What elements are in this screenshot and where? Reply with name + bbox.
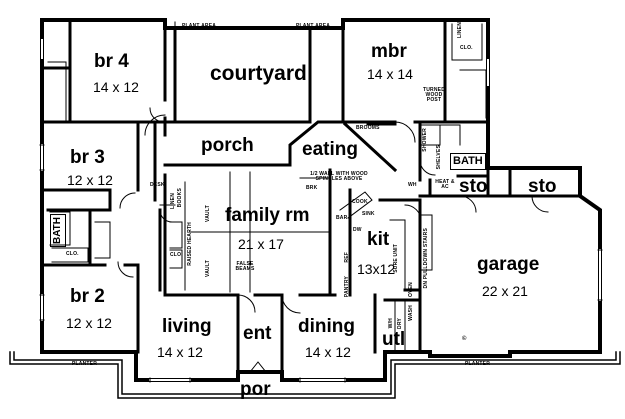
plant-area-note-1: PLANT AREA (182, 23, 217, 29)
sto2-name: sto (528, 176, 557, 197)
dryer-note: DRY (397, 318, 403, 329)
hall-bath-label: BATH (50, 214, 66, 248)
clo-note-c: CLO. (170, 252, 183, 258)
garage-name: garage (477, 254, 540, 275)
dw-note: DW (353, 227, 362, 233)
kit-dim: 13x12 (357, 261, 396, 277)
br3-dim: 12 x 12 (67, 172, 113, 188)
kit-name: kit (367, 229, 390, 250)
bar-note: BAR (336, 215, 348, 221)
brooms-note: BROOMS (356, 125, 380, 131)
utl-name: utl (382, 329, 406, 350)
ent-name: ent (243, 323, 272, 344)
cooktop-note: COOK (352, 199, 368, 205)
master-bath-label: BATH (450, 153, 486, 170)
interior-walls (40, 18, 582, 374)
pantry-note: PANTRY (344, 276, 350, 298)
br3-name: br 3 (70, 147, 105, 168)
oven-note: OVEN (408, 282, 414, 297)
br2-name: br 2 (70, 286, 105, 307)
vault-note-1: VAULT (205, 205, 211, 222)
entry-door (249, 361, 267, 373)
washer-note: WASH (408, 305, 414, 321)
planter-band (9, 351, 621, 399)
windows (41, 39, 601, 381)
living-dim: 14 x 12 (157, 344, 203, 360)
br2-dim: 12 x 12 (66, 315, 112, 331)
family-name: family rm (225, 205, 310, 226)
planter-note-right: PLANTER (465, 361, 491, 367)
door-swings (117, 107, 549, 314)
por-name: por (240, 379, 271, 400)
br4-dim: 14 x 12 (93, 79, 139, 95)
detail-lines (47, 21, 487, 351)
raised-hearth-note: RAISED HEARTH (187, 222, 193, 266)
exterior-walls (40, 18, 602, 382)
sure-unit-note: SURE UNIT (393, 244, 399, 273)
br4-name: br 4 (94, 51, 129, 72)
planter-note-left: PLANTER (72, 361, 98, 367)
ref-note: REF (344, 252, 350, 263)
brk-note: BRK (306, 185, 318, 191)
mbr-dim: 14 x 14 (367, 66, 413, 82)
copyright-mark: © (462, 336, 467, 342)
heat-ac-note: HEAT & AC (435, 179, 455, 190)
pulldown-note: DN PULLDOWN STAIRS (423, 228, 429, 289)
courtyard-name: courtyard (210, 62, 307, 85)
window-marks (39, 144, 603, 383)
garage-dim: 22 x 21 (482, 283, 528, 299)
vault-note-2: VAULT (205, 260, 211, 277)
linen-note: LINEN (170, 193, 176, 209)
books-note: BOOKS (177, 188, 183, 208)
clo-note-a: CLO. (460, 45, 473, 51)
sink-note: SINK (362, 211, 375, 217)
plant-area-note-2: PLANT AREA (296, 23, 331, 29)
clo-note-b: CLO. (66, 251, 79, 257)
dining-dim: 14 x 12 (305, 344, 351, 360)
desk-note: DESK (150, 182, 165, 188)
dining-name: dining (298, 316, 355, 337)
mbr-name: mbr (371, 41, 407, 62)
porch-name: porch (201, 135, 254, 156)
false-beams-note: FALSE BEAMS (235, 261, 255, 272)
family-dim: 21 x 17 (238, 236, 284, 252)
eating-name: eating (302, 139, 358, 160)
sto1-name: sto (459, 176, 488, 197)
wh2-note: WH (408, 182, 417, 188)
linen2-note: LINEN (457, 22, 463, 38)
shower-note: SHOWER (422, 128, 428, 152)
turned-post-note: TURNED WOOD POST (422, 87, 446, 103)
half-wall-note: 1/2 WALL WITH WOOD SPINDLES ABOVE (310, 171, 368, 182)
living-name: living (162, 316, 212, 337)
shelves-note: SHELVES (436, 145, 442, 170)
wh-note: W/H (388, 318, 394, 329)
